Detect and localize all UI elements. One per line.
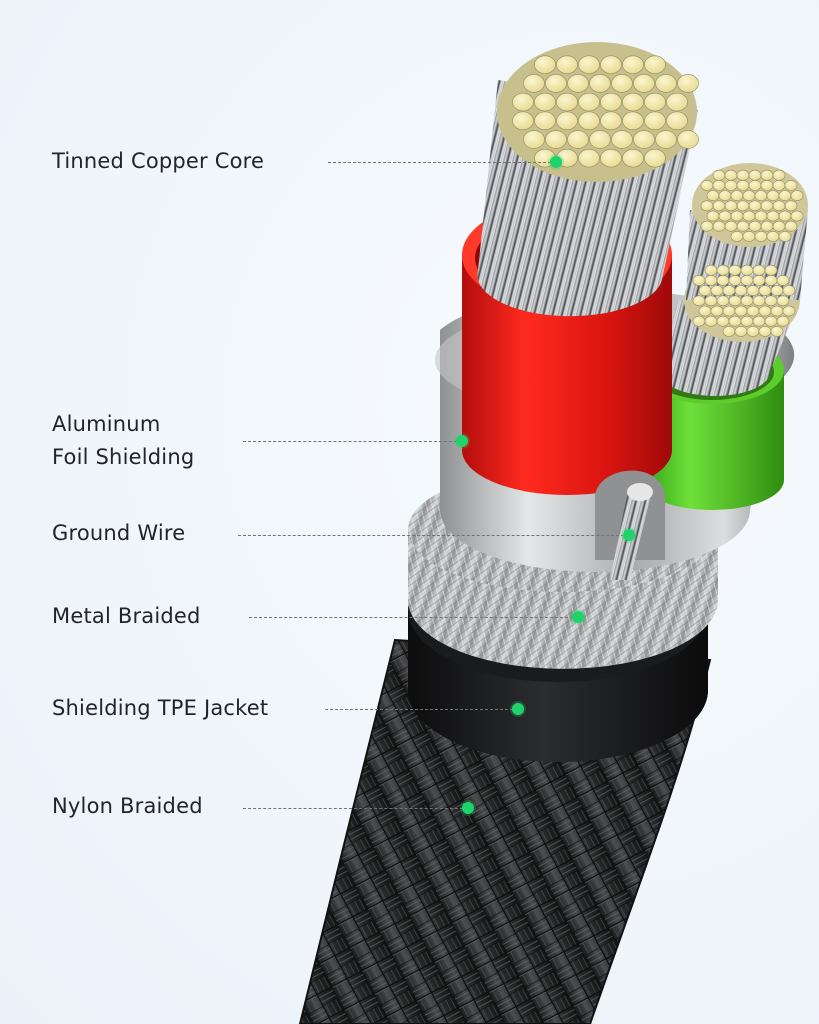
green-insulation bbox=[640, 370, 784, 510]
marker-dot-icon bbox=[550, 156, 562, 168]
leader-line-shielding-tpe-jacket bbox=[325, 709, 518, 710]
label-aluminum-foil-shielding: Aluminum Foil Shielding bbox=[52, 412, 195, 469]
label-shielding-tpe-jacket: Shielding TPE Jacket bbox=[52, 696, 269, 720]
leader-line-aluminum-foil-shielding bbox=[243, 441, 462, 442]
marker-dot-icon bbox=[512, 703, 524, 715]
marker-dot-icon bbox=[623, 529, 635, 541]
marker-dot-icon bbox=[462, 802, 474, 814]
label-metal-braided: Metal Braided bbox=[52, 604, 201, 628]
leader-line-ground-wire bbox=[238, 535, 629, 536]
leader-line-metal-braided bbox=[249, 617, 578, 618]
leader-line-nylon-braided bbox=[243, 808, 468, 809]
leader-line-tinned-copper-core bbox=[328, 162, 556, 163]
label-nylon-braided: Nylon Braided bbox=[52, 794, 203, 818]
red-insulation bbox=[462, 255, 672, 495]
label-tinned-copper-core: Tinned Copper Core bbox=[52, 149, 265, 173]
marker-dot-icon bbox=[572, 611, 584, 623]
label-ground-wire: Ground Wire bbox=[52, 521, 186, 545]
marker-dot-icon bbox=[456, 435, 468, 447]
